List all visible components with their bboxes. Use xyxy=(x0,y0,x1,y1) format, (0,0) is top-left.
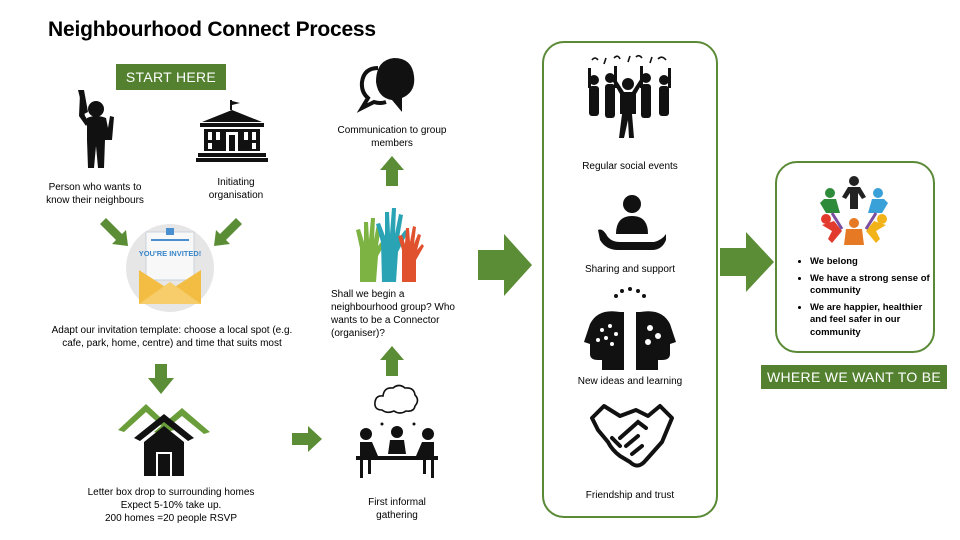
outcome-item-happier: We are happier, healthier and feel safer… xyxy=(810,302,938,340)
speech-bubbles-icon xyxy=(356,58,415,113)
outcomes-list: We belong We have a strong sense of comm… xyxy=(796,256,938,343)
start-here-badge: START HERE xyxy=(116,64,226,90)
invitation-card-text: YOU'RE INVITED! xyxy=(139,249,202,258)
raised-hands-icon xyxy=(356,208,424,282)
communication-caption: Communication to group members xyxy=(337,125,447,149)
benefit-label-sharing: Sharing and support xyxy=(584,264,676,275)
outcome-item-community: We have a strong sense of community xyxy=(810,273,938,298)
benefits-panel xyxy=(542,41,718,518)
shall-caption: Shall we begin a neighbourhood group? Wh… xyxy=(331,289,455,339)
gathering-caption: First informal gathering xyxy=(368,497,426,521)
arrow-down-icon xyxy=(148,364,174,394)
thought-cloud-icon xyxy=(374,384,419,414)
large-arrow-right-icon-2 xyxy=(720,232,774,292)
organisation-building-icon xyxy=(196,100,268,162)
where-we-want-to-be-badge: WHERE WE WANT TO BE xyxy=(761,365,947,389)
meeting-table-icon xyxy=(356,422,438,478)
outcome-item-belong: We belong xyxy=(810,256,938,269)
outcomes-panel xyxy=(775,161,935,353)
handshake-icon xyxy=(590,404,674,468)
arrow-down-left-icon xyxy=(214,218,242,246)
community-circle-icon xyxy=(820,176,888,245)
adapt-caption: Adapt our invitation template: choose a … xyxy=(51,325,293,349)
person-caption: Person who wants to know their neighbour… xyxy=(46,182,144,206)
letterbox-caption-line-3: 200 homes =20 people RSVP xyxy=(104,513,238,524)
letterbox-caption-line-2: Expect 5-10% take up. xyxy=(120,500,222,511)
arrow-down-right-icon xyxy=(100,218,128,246)
houses-icon xyxy=(118,404,210,476)
person-raising-hand-icon xyxy=(78,90,114,168)
sharing-hand-icon xyxy=(598,195,666,250)
celebrating-crowd-icon xyxy=(588,54,671,138)
benefit-label-friendship: Friendship and trust xyxy=(585,490,675,501)
letterbox-caption: Letter box drop to surrounding homes Exp… xyxy=(56,486,286,525)
organisation-caption: Initiating organisation xyxy=(208,177,264,201)
benefit-label-ideas: New ideas and learning xyxy=(577,376,683,387)
arrow-up-icon xyxy=(380,346,404,376)
arrow-right-icon xyxy=(292,426,322,452)
benefit-label-social: Regular social events xyxy=(582,161,678,172)
page-title: Neighbourhood Connect Process xyxy=(48,18,376,41)
letterbox-caption-line-1: Letter box drop to surrounding homes xyxy=(87,487,255,498)
arrow-up-icon-2 xyxy=(380,156,404,186)
ideas-heads-icon xyxy=(584,287,676,370)
large-arrow-right-icon xyxy=(478,234,532,296)
invitation-envelope-icon: YOU'RE INVITED! xyxy=(126,224,214,312)
